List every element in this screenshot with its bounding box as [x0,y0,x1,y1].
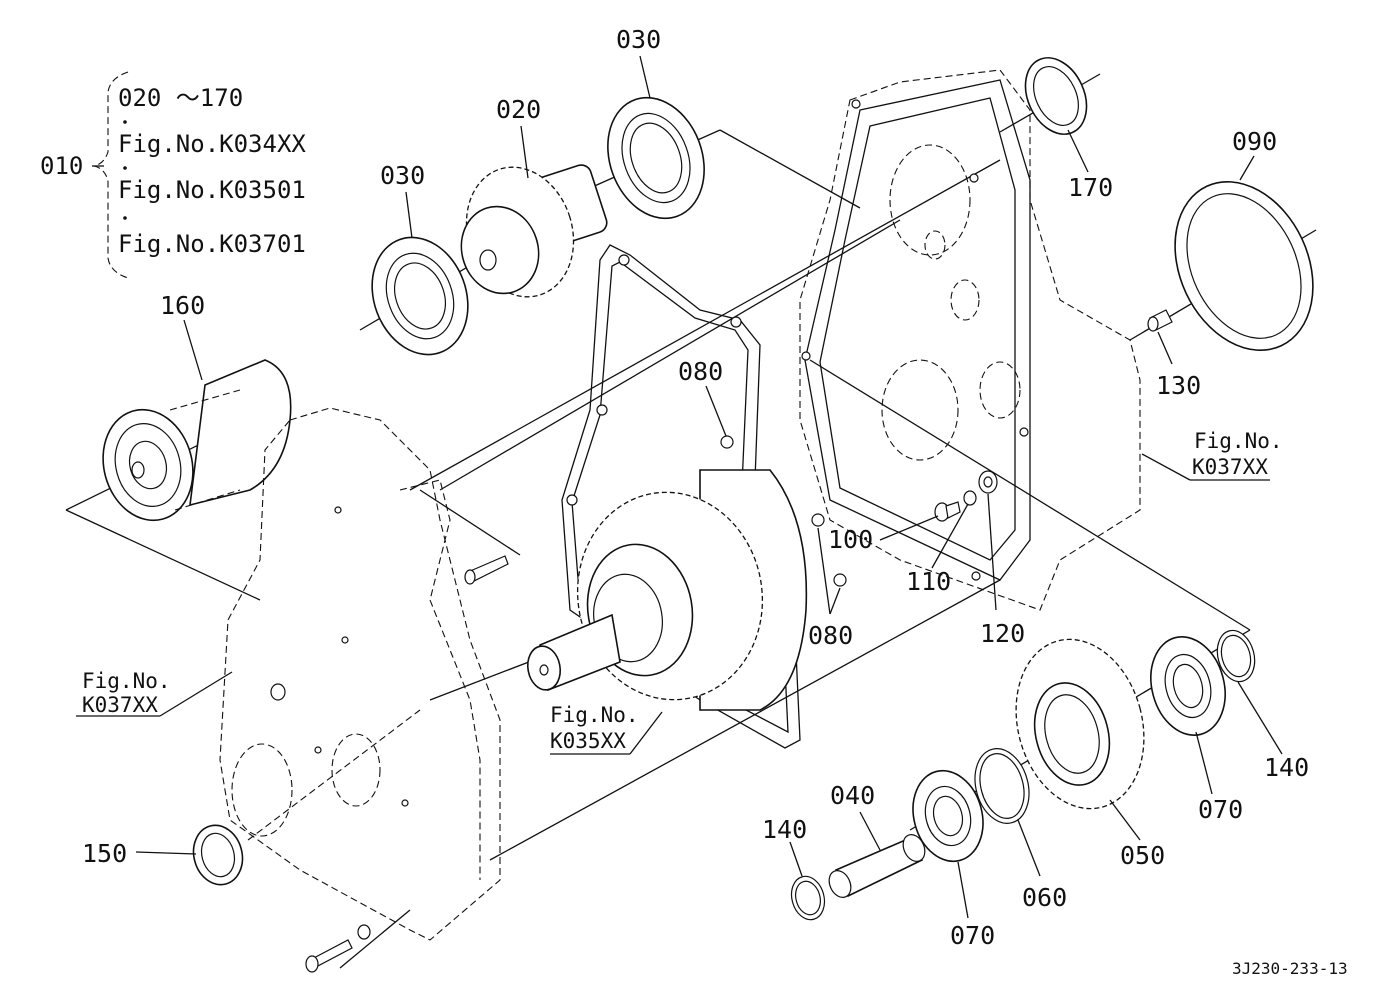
shaft-040 [828,834,926,898]
callout-labels: 020 030 030 170 090 160 080 130 100 110 … [82,25,1309,950]
gear-assembly-k035 [526,469,808,711]
group-id: 010 [40,152,83,180]
bearing-030-upper [607,96,705,220]
group-line-fig-2: Fig.No.K03501 [118,176,306,204]
ring-140-right [1216,629,1256,683]
ref-center-line1: Fig.No. [550,703,639,727]
ref-left-line1: Fig.No. [82,669,171,693]
callout-110: 110 [906,567,951,596]
callout-080-lower: 080 [808,621,853,650]
leader-lines [76,55,1283,919]
bolts [305,555,509,973]
housing-right [799,69,1141,611]
ref-right-line1: Fig.No. [1194,429,1283,453]
bearing-030-left [371,236,469,356]
gear-050 [1015,638,1145,810]
callout-160: 160 [160,291,205,320]
bearing-070-left [912,769,984,863]
callout-030-left: 030 [380,161,425,190]
small-parts [720,309,1173,587]
housing-left [219,407,501,941]
callout-070-left: 070 [950,921,995,950]
callout-050: 050 [1120,841,1165,870]
bearing-070-right [1150,636,1226,736]
callout-140-left: 140 [762,815,807,844]
group-line-range: 020 ～170 [118,84,243,112]
callout-040: 040 [830,781,875,810]
callout-130: 130 [1156,371,1201,400]
callout-100: 100 [828,525,873,554]
callout-170: 170 [1068,173,1113,202]
snap-ring-060 [974,748,1030,824]
callout-140-right: 140 [1264,753,1309,782]
gasket-middle [561,244,801,749]
callout-150: 150 [82,839,127,868]
ring-090 [1174,180,1314,352]
callout-090: 090 [1232,127,1277,156]
callout-070-right: 070 [1198,795,1243,824]
ring-140-left [790,875,826,921]
ref-left-line2: K037XX [82,693,158,717]
group-line-fig-1: Fig.No.K034XX [118,130,306,158]
callout-030-upper: 030 [616,25,661,54]
drawing-code: 3J230-233-13 [1232,959,1348,978]
callout-020: 020 [496,95,541,124]
ref-center-line2: K035XX [550,729,626,753]
seal-170 [1024,57,1088,135]
gear-020 [460,164,608,298]
drum-160 [102,359,292,522]
ref-right-line2: K037XX [1192,455,1268,479]
callout-080-upper: 080 [678,357,723,386]
figure-references: Fig.No. K037XX Fig.No. K037XX Fig.No. K0… [82,429,1283,753]
group-bracket: 010 020 ～170 Fig.No.K034XX Fig.No.K03501… [40,71,306,279]
callout-060: 060 [1022,883,1067,912]
callout-120: 120 [980,619,1025,648]
group-line-fig-3: Fig.No.K03701 [118,230,306,258]
seal-150 [192,824,244,886]
